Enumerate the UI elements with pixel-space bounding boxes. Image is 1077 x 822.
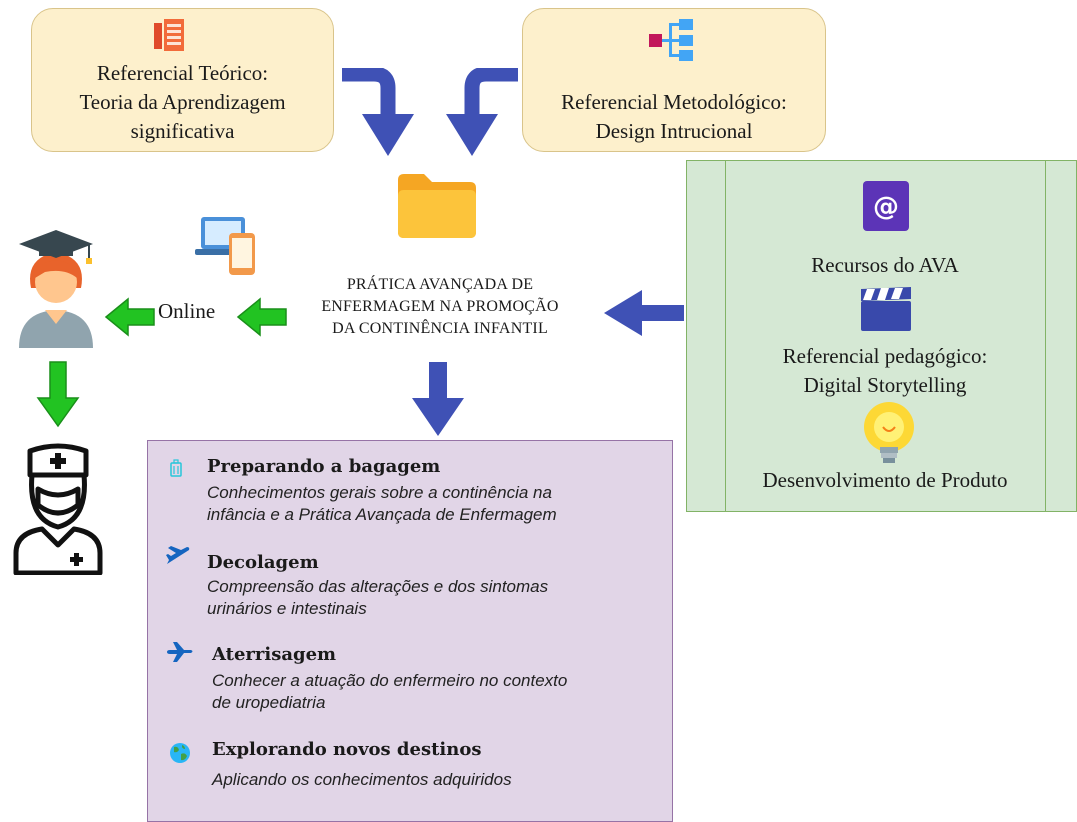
green-arrow-down: [36, 361, 80, 428]
method-line-2: Design Intrucional: [595, 119, 753, 143]
devices-icon: [195, 217, 255, 275]
green-arrow-left-1: [104, 297, 155, 337]
stage-2-desc-line-2: urinários e intestinais: [207, 599, 367, 618]
method-arrow: [446, 68, 518, 156]
flowchart-icon: [649, 19, 693, 61]
ava-arrow: [604, 290, 684, 336]
stage-4-desc-line-1: Aplicando os conhecimentos adquiridos: [212, 770, 512, 789]
folder-icon: [398, 174, 476, 238]
stages-arrow: [412, 362, 464, 436]
graduate-student-icon: [19, 230, 93, 348]
ava-resources-label: Recursos do AVA: [811, 253, 959, 277]
stage-1-desc-line-2: infância e a Prática Avançada de Enferma…: [207, 505, 557, 524]
clapperboard-icon: [861, 287, 911, 331]
central-title: PRÁTICA AVANÇADA DE ENFERMAGEM NA PROMOÇ…: [290, 274, 590, 340]
document-list-icon: [154, 19, 184, 51]
airplane-takeoff-icon: [166, 546, 190, 564]
lightbulb-icon: [864, 402, 914, 463]
central-title-line-1: PRÁTICA AVANÇADA DE: [346, 276, 534, 293]
stage-1-desc-line-1: Conhecimentos gerais sobre a continência…: [207, 483, 552, 502]
stage-1-title: Preparando a bagagem: [207, 456, 441, 477]
globe-icon: [170, 743, 190, 763]
airplane-landing-icon: [167, 642, 193, 662]
ava-panel: @ Recursos do AVA Referencial pedagógico…: [686, 160, 1077, 512]
stage-3-desc-line-2: de uropediatria: [212, 693, 326, 712]
ava-panel-divider-left: [725, 161, 726, 511]
ava-panel-divider-right: [1045, 161, 1046, 511]
theory-line-3: significativa: [130, 119, 235, 143]
green-arrow-left-2: [236, 297, 287, 337]
stages-panel: Preparando a bagagem Conhecimentos gerai…: [147, 440, 673, 822]
method-box: Referencial Metodológico: Design Intruci…: [522, 8, 826, 152]
online-label: Online: [158, 299, 216, 323]
theory-arrow: [342, 68, 414, 156]
central-title-line-3: DA CONTINÊNCIA INFANTIL: [332, 320, 548, 337]
pedagogical-line-2: Digital Storytelling: [803, 373, 967, 397]
stage-2-desc-line-1: Compreensão das alterações e dos sintoma…: [207, 577, 549, 596]
central-title-line-2: ENFERMAGEM NA PROMOÇÃO: [321, 298, 559, 315]
stage-4-title: Explorando novos destinos: [212, 739, 482, 760]
theory-line-1: Referencial Teórico:: [96, 61, 269, 85]
nurse-icon: [13, 443, 103, 575]
product-label: Desenvolvimento de Produto: [762, 468, 1008, 492]
at-sign-icon: @: [863, 181, 909, 231]
stage-3-desc-line-1: Conhecer a atuação do enfermeiro no cont…: [212, 671, 568, 690]
stage-3-title: Aterrisagem: [212, 644, 337, 665]
pedagogical-line-1: Referencial pedagógico:: [782, 344, 988, 368]
theory-line-2: Teoria da Aprendizagem: [79, 90, 286, 114]
luggage-icon: [170, 459, 182, 477]
stage-2-title: Decolagem: [207, 552, 319, 573]
theory-box: Referencial Teórico: Teoria da Aprendiza…: [31, 8, 334, 152]
svg-text:@: @: [873, 192, 899, 222]
method-line-1: Referencial Metodológico:: [561, 90, 787, 114]
